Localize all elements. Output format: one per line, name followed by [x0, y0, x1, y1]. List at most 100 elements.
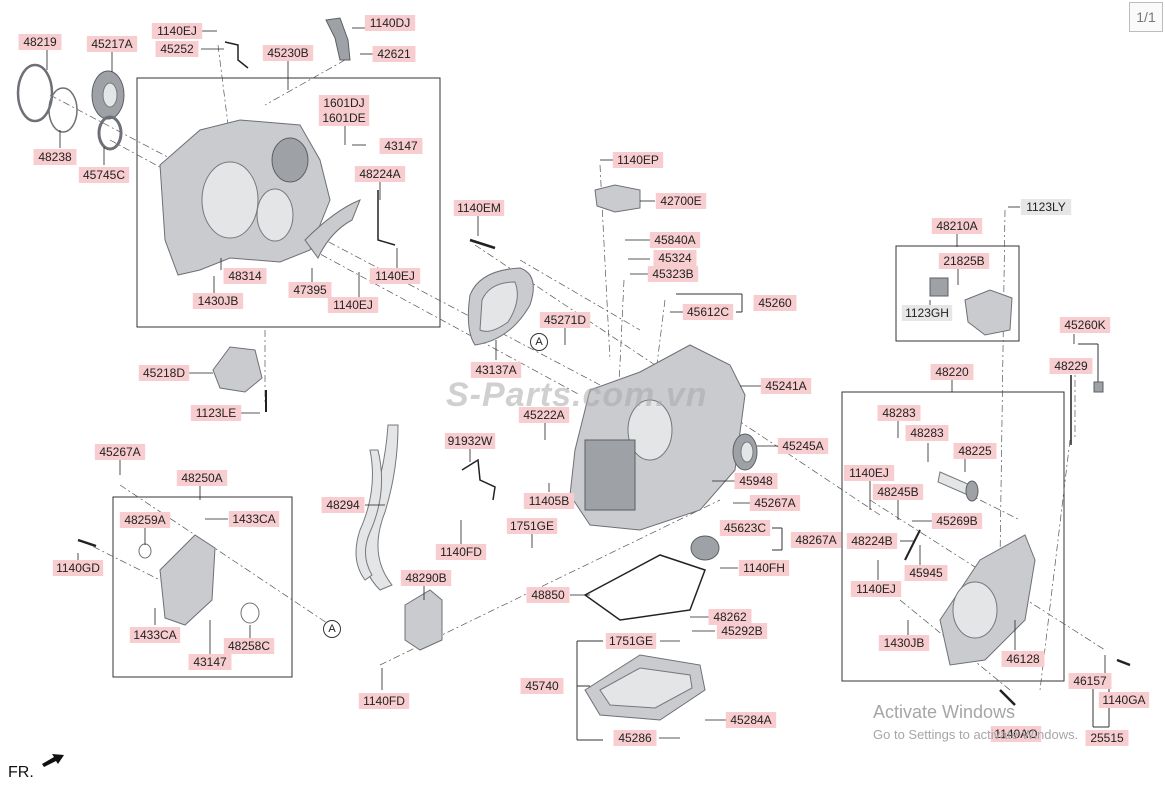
- part-label-45230b[interactable]: 45230B: [262, 45, 314, 61]
- part-label-48290b[interactable]: 48290B: [400, 570, 452, 586]
- part-label-1140ej[interactable]: 1140EJ: [369, 268, 421, 284]
- part-label-42700e[interactable]: 42700E: [655, 193, 707, 209]
- part-label-highlight: [1068, 673, 1112, 689]
- part-label-45241a[interactable]: 45241A: [760, 378, 812, 394]
- part-label-45323b[interactable]: 45323B: [647, 266, 699, 282]
- part-label-45267a[interactable]: 45267A: [94, 444, 146, 460]
- part-label-48314[interactable]: 48314: [223, 268, 267, 284]
- part-label-1123le[interactable]: 1123LE: [190, 405, 242, 421]
- part-label-45284a[interactable]: 45284A: [725, 712, 777, 728]
- part-label-25515[interactable]: 25515: [1085, 730, 1129, 746]
- part-label-text: 45324: [658, 251, 692, 265]
- part-label-text: 48245B: [877, 485, 918, 499]
- part-label-1601dj[interactable]: 1601DJ: [318, 95, 370, 111]
- part-label-48850[interactable]: 48850: [526, 587, 570, 603]
- part-label-43137a[interactable]: 43137A: [470, 362, 522, 378]
- part-label-1123gh[interactable]: 1123GH: [901, 305, 953, 321]
- part-label-1751ge[interactable]: 1751GE: [605, 633, 657, 649]
- part-label-1140em[interactable]: 1140EM: [453, 200, 505, 216]
- part-label-45286[interactable]: 45286: [613, 730, 657, 746]
- part-label-48224a[interactable]: 48224A: [354, 166, 406, 182]
- page-indicator[interactable]: 1/1: [1129, 2, 1163, 32]
- part-label-highlight: [931, 513, 983, 529]
- part-label-48229[interactable]: 48229: [1049, 358, 1093, 374]
- part-label-45612c[interactable]: 45612C: [682, 304, 734, 320]
- part-label-45252[interactable]: 45252: [155, 41, 199, 57]
- part-label-text: 1433CA: [133, 628, 176, 642]
- part-label-48225[interactable]: 48225: [953, 443, 997, 459]
- part-label-1751ge[interactable]: 1751GE: [506, 518, 558, 534]
- part-label-1433ca[interactable]: 1433CA: [129, 627, 181, 643]
- part-label-47395[interactable]: 47395: [288, 282, 332, 298]
- part-label-46128[interactable]: 46128: [1001, 651, 1045, 667]
- part-label-45271d[interactable]: 45271D: [539, 312, 591, 328]
- part-label-1140dj[interactable]: 1140DJ: [364, 15, 416, 31]
- part-label-45740[interactable]: 45740: [520, 678, 564, 694]
- part-label-highlight: [738, 560, 790, 576]
- part-label-48283[interactable]: 48283: [877, 405, 921, 421]
- part-label-45218d[interactable]: 45218D: [138, 365, 190, 381]
- part-label-1140ej[interactable]: 1140EJ: [850, 581, 902, 597]
- part-label-1140fd[interactable]: 1140FD: [435, 544, 487, 560]
- part-label-highlight: [708, 609, 752, 625]
- part-label-91932w[interactable]: 91932W: [444, 433, 496, 449]
- part-label-45269b[interactable]: 45269B: [931, 513, 983, 529]
- part-label-1140fd[interactable]: 1140FD: [358, 693, 410, 709]
- part-label-48219[interactable]: 48219: [18, 34, 62, 50]
- part-label-45745c[interactable]: 45745C: [78, 167, 130, 183]
- part-label-1140fh[interactable]: 1140FH: [738, 560, 790, 576]
- part-label-48283[interactable]: 48283: [905, 425, 949, 441]
- part-label-45260k[interactable]: 45260K: [1059, 317, 1111, 333]
- part-label-48238[interactable]: 48238: [33, 149, 77, 165]
- part-label-48258c[interactable]: 48258C: [223, 638, 275, 654]
- part-label-45217a[interactable]: 45217A: [86, 36, 138, 52]
- part-label-text: 42621: [377, 47, 411, 61]
- part-label-48250a[interactable]: 48250A: [176, 470, 228, 486]
- part-label-46157[interactable]: 46157: [1068, 673, 1112, 689]
- part-label-1140gd[interactable]: 1140GD: [52, 560, 104, 576]
- part-label-45260[interactable]: 45260: [753, 295, 797, 311]
- part-label-48262[interactable]: 48262: [708, 609, 752, 625]
- part-label-1601de[interactable]: 1601DE: [318, 110, 370, 126]
- part-label-highlight: [188, 654, 232, 670]
- part-label-text: 45623C: [724, 521, 766, 535]
- part-label-48294[interactable]: 48294: [321, 497, 365, 513]
- part-label-45623c[interactable]: 45623C: [719, 520, 771, 536]
- part-label-48220[interactable]: 48220: [930, 364, 974, 380]
- part-label-48267a[interactable]: 48267A: [790, 532, 842, 548]
- part-seal-48219: [16, 63, 54, 123]
- part-label-highlight: [223, 268, 267, 284]
- part-label-45222a[interactable]: 45222A: [518, 407, 570, 423]
- part-label-21825b[interactable]: 21825B: [938, 253, 990, 269]
- part-label-1140ga[interactable]: 1140GA: [1098, 692, 1150, 708]
- part-label-1430jb[interactable]: 1430JB: [878, 635, 930, 651]
- part-label-48245b[interactable]: 48245B: [872, 484, 924, 500]
- part-label-1140ej[interactable]: 1140EJ: [843, 465, 895, 481]
- part-label-text: 25515: [1090, 731, 1124, 745]
- part-label-1140ep[interactable]: 1140EP: [612, 152, 664, 168]
- part-label-45245a[interactable]: 45245A: [777, 438, 829, 454]
- part-label-text: 21825B: [943, 254, 984, 268]
- part-label-11405b[interactable]: 11405B: [523, 493, 575, 509]
- part-label-48259a[interactable]: 48259A: [119, 512, 171, 528]
- part-label-1430jb[interactable]: 1430JB: [192, 293, 244, 309]
- part-label-42621[interactable]: 42621: [372, 46, 416, 62]
- part-label-43147[interactable]: 43147: [379, 138, 423, 154]
- part-label-1433ca[interactable]: 1433CA: [228, 511, 280, 527]
- part-label-1140ej[interactable]: 1140EJ: [151, 23, 203, 39]
- part-label-45292b[interactable]: 45292B: [716, 623, 768, 639]
- part-label-48210a[interactable]: 48210A: [931, 218, 983, 234]
- part-label-text: 45948: [739, 474, 773, 488]
- part-label-45948[interactable]: 45948: [734, 473, 778, 489]
- part-label-45267a[interactable]: 45267A: [749, 495, 801, 511]
- part-label-1140ao[interactable]: 1140AO: [990, 726, 1042, 742]
- part-switch-42700e: [594, 184, 641, 213]
- part-label-45840a[interactable]: 45840A: [649, 232, 701, 248]
- part-label-45945[interactable]: 45945: [904, 565, 948, 581]
- part-label-1140ej[interactable]: 1140EJ: [327, 297, 379, 313]
- part-label-highlight: [288, 282, 332, 298]
- part-label-43147[interactable]: 43147: [188, 654, 232, 670]
- part-label-1123ly[interactable]: 1123LY: [1020, 199, 1072, 215]
- part-label-48224b[interactable]: 48224B: [846, 533, 898, 549]
- part-label-45324[interactable]: 45324: [653, 250, 697, 266]
